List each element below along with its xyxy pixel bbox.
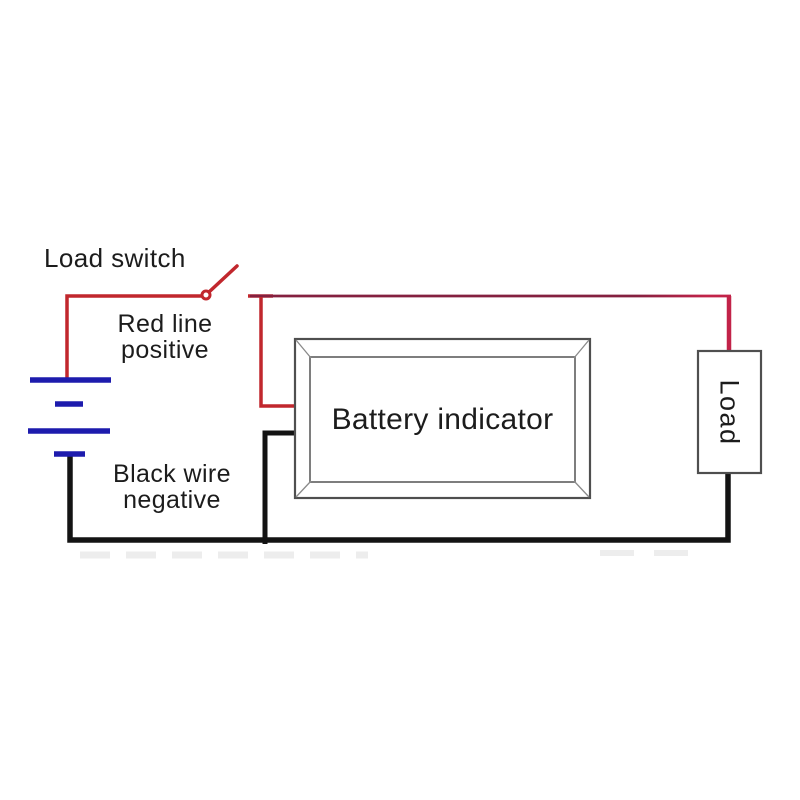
- battery-symbol: [28, 377, 111, 457]
- load-box: [696, 349, 763, 475]
- load-label-text: Load: [715, 378, 746, 446]
- red-line-positive-label: Red line positive: [98, 310, 232, 364]
- red-line-positive-label-line2: positive: [121, 335, 209, 364]
- load-switch-label: Load switch: [44, 243, 186, 273]
- load-label: Load: [698, 351, 761, 473]
- red-wire-battery-to-switch: [65, 294, 202, 378]
- indicator-frame-mitres: [295, 339, 590, 498]
- watermark-remnant: [80, 550, 706, 559]
- indicator-inner-frame: [309, 356, 576, 483]
- black-wire-negative-label: Black wire negative: [103, 460, 241, 514]
- red-wire-to-indicator: [259, 297, 298, 408]
- switch-pivot-icon: [200, 289, 212, 301]
- battery-indicator-box: [293, 337, 592, 500]
- red-line-positive-label-line1: Red line: [117, 310, 213, 338]
- black-wire-negative-label-line1: Black wire: [113, 460, 231, 488]
- black-negative-wires: [67, 430, 731, 544]
- battery-indicator-label: Battery indicator: [331, 402, 554, 436]
- red-positive-wires: [65, 264, 732, 408]
- black-wire-main: [67, 455, 731, 543]
- black-wire-to-indicator: [262, 430, 298, 544]
- switch-lever-icon: [207, 264, 239, 294]
- black-wire-negative-label-line2: negative: [123, 485, 221, 514]
